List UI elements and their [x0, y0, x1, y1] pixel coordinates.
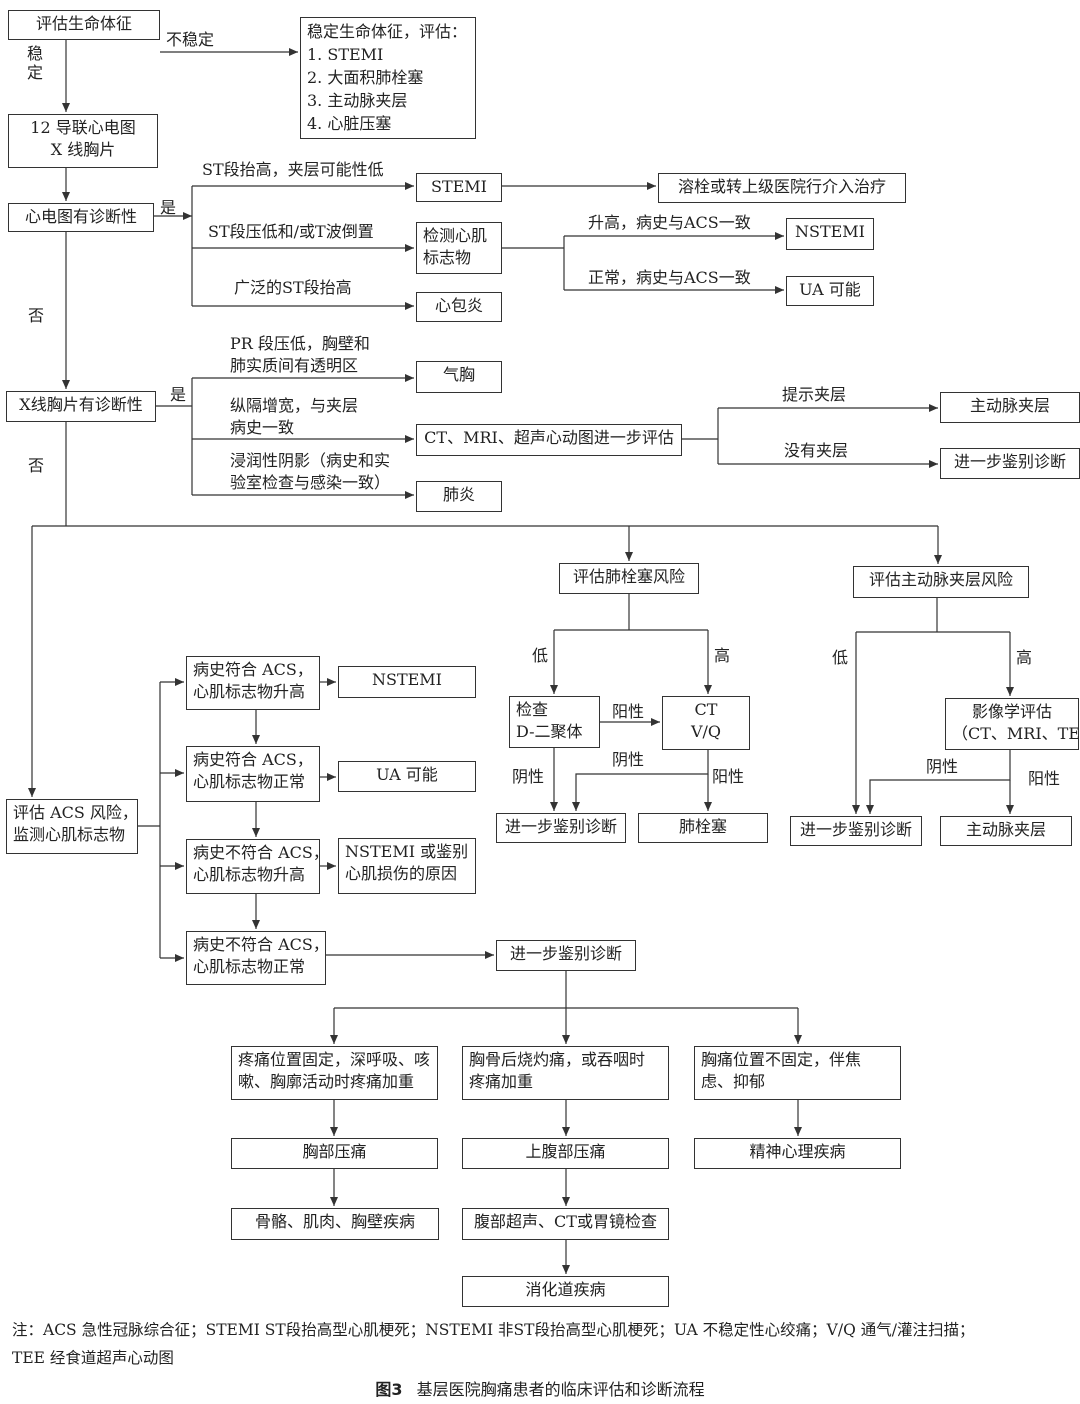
label-elevated-acs: 升高，病史与ACS一致: [588, 213, 751, 232]
label-suggest-dissection: 提示夹层: [782, 385, 847, 404]
label-no-dissection: 没有夹层: [784, 441, 849, 460]
label-imaging-negative: 阴性: [926, 757, 959, 776]
assess-vital-signs-box: 评估生命体征: [8, 10, 160, 40]
epigastric-tenderness-box: 上腹部压痛: [462, 1138, 669, 1169]
aortic-dissection-top-box: 主动脉夹层: [940, 392, 1080, 423]
cardiac-markers-box: 检测心肌标志物: [416, 222, 502, 274]
figure-number: 图3: [375, 1380, 403, 1399]
abdominal-exam-box: 腹部超声、CT或胃镜检查: [462, 1208, 669, 1240]
nstemi-or-injury-box: NSTEMI 或鉴别心肌损伤的原因: [338, 838, 476, 894]
label-st-depression: ST段压低和/或T波倒置: [208, 222, 374, 241]
musculoskeletal-box: 骨骼、肌肉、胸壁疾病: [231, 1208, 439, 1240]
aortic-dissection-ad-box: 主动脉夹层: [940, 816, 1072, 846]
non-acs-markers-normal-box: 病史不符合 ACS，心肌标志物正常: [186, 931, 329, 985]
psych-disorder-box: 精神心理疾病: [694, 1138, 901, 1169]
figure-caption: 图3 基层医院胸痛患者的临床评估和诊断流程: [0, 1376, 1080, 1400]
pulmonary-embolism-box: 肺栓塞: [638, 813, 768, 843]
further-diagnosis-main-box: 进一步鉴别诊断: [496, 940, 636, 971]
figure-title: 基层医院胸痛患者的临床评估和诊断流程: [416, 1380, 705, 1399]
pain-unfixed-box: 胸痛位置不固定，伴焦虑、抑郁: [694, 1046, 901, 1100]
nstemi-acs-box: NSTEMI: [338, 666, 476, 698]
label-infiltrate: 浸润性阴影（病史和实验室检查与感染一致）: [230, 451, 391, 492]
label-yes-xray: 是: [170, 385, 187, 404]
label-stable: 稳定: [27, 44, 44, 82]
ad-risk-box: 评估主动脉夹层风险: [853, 566, 1029, 598]
label-ad-high: 高: [1016, 648, 1033, 667]
acs-history-markers-high-box: 病史符合 ACS，心肌标志物升高: [186, 656, 320, 710]
stemi-box: STEMI: [416, 173, 502, 202]
acs-history-markers-normal-box: 病史符合 ACS，心肌标志物正常: [186, 746, 320, 802]
further-diagnosis-ad-box: 进一步鉴别诊断: [790, 816, 922, 846]
acs-risk-box: 评估 ACS 风险，监测心肌标志物: [6, 799, 138, 854]
non-acs-markers-high-box: 病史不符合 ACS，心肌标志物升高: [186, 839, 329, 894]
chest-tenderness-box: 胸部压痛: [231, 1138, 438, 1169]
label-ctvq-positive: 阳性: [712, 767, 745, 786]
label-imaging-positive: 阳性: [1028, 769, 1061, 788]
imaging-assessment-box: 影像学评估（CT、MRI、TEE）: [945, 698, 1080, 750]
further-diagnosis-top-box: 进一步鉴别诊断: [940, 448, 1080, 479]
footnote: 注：ACS 急性冠脉综合征；STEMI ST段抬高型心肌梗死；NSTEMI 非S…: [12, 1321, 975, 1367]
label-unstable: 不稳定: [166, 30, 215, 49]
label-no-ecg: 否: [28, 306, 45, 325]
label-ddimer-positive: 阳性: [612, 702, 645, 721]
pneumonia-box: 肺炎: [416, 481, 502, 512]
label-ddimer-negative: 阴性: [512, 767, 545, 786]
label-mediastinum: 纵隔增宽，与夹层病史一致: [230, 396, 359, 437]
label-no-xray: 否: [28, 456, 45, 475]
further-diagnosis-pe-box: 进一步鉴别诊断: [496, 813, 626, 843]
ua-acs-box: UA 可能: [338, 761, 476, 792]
pain-fixed-box: 疼痛位置固定，深呼吸、咳嗽、胸廓活动时疼痛加重: [231, 1046, 438, 1100]
label-pe-low: 低: [532, 646, 549, 665]
gi-disease-box: 消化道疾病: [462, 1276, 669, 1307]
label-st-elevation: ST段抬高，夹层可能性低: [202, 160, 384, 179]
pe-risk-box: 评估肺栓塞风险: [559, 563, 699, 594]
ct-mri-echo-box: CT、MRI、超声心动图进一步评估: [416, 424, 682, 456]
pericarditis-box: 心包炎: [416, 292, 502, 322]
ua-top-box: UA 可能: [786, 276, 874, 306]
label-pe-high: 高: [714, 646, 731, 665]
label-diffuse-st: 广泛的ST段抬高: [234, 278, 352, 297]
retrosternal-burning-box: 胸骨后烧灼痛，或吞咽时疼痛加重: [462, 1046, 669, 1100]
nstemi-top-box: NSTEMI: [786, 218, 874, 250]
label-yes-ecg: 是: [160, 198, 177, 217]
ecg-diagnostic-box: 心电图有诊断性: [8, 203, 154, 232]
label-ad-low: 低: [832, 648, 849, 667]
label-ctvq-negative: 阴性: [612, 750, 645, 769]
pneumothorax-box: 气胸: [416, 361, 502, 393]
xray-diagnostic-box: X线胸片有诊断性: [6, 391, 156, 422]
thrombolysis-box: 溶栓或转上级医院行介入治疗: [658, 173, 906, 203]
label-pr-depression: PR 段压低，胸壁和肺实质间有透明区: [230, 334, 370, 375]
label-normal-acs: 正常，病史与ACS一致: [588, 268, 751, 287]
